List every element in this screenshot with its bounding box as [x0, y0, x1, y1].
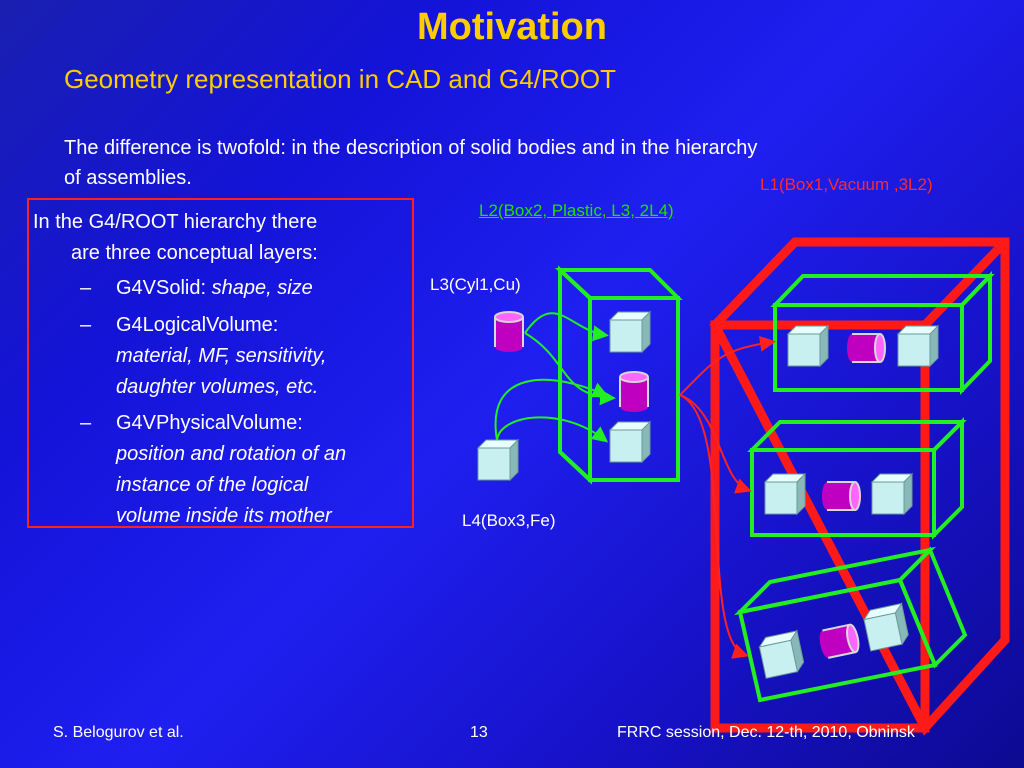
slide-subtitle: Geometry representation in CAD and G4/RO…	[64, 64, 617, 94]
l3-cylinder-icon	[494, 311, 524, 353]
l1-box	[709, 237, 1010, 736]
l2-instance-3	[733, 546, 968, 703]
layer-item-desc: material, MF, sensitivity,	[116, 345, 327, 367]
l2-cube-icon	[757, 630, 806, 679]
bullet-dash: –	[80, 412, 92, 434]
layers-lead: In the G4/ROOT hierarchy there are three…	[33, 207, 413, 269]
l2-label: L2(Box2, Plastic, L3, 2L4)	[479, 201, 674, 220]
layer-item-desc: volume inside its mother	[116, 505, 332, 527]
l1-label: L1(Box1,Vacuum ,3L2)	[760, 175, 933, 194]
layers-lead-line-2: are three conceptual layers:	[71, 242, 318, 264]
l2-cube-icon	[609, 311, 651, 353]
bullet-dash: –	[80, 314, 92, 336]
footer-event: FRRC session, Dec. 12-th, 2010, Obninsk	[617, 724, 915, 741]
l2-cube-icon	[897, 325, 939, 367]
footer-page-number: 13	[470, 724, 488, 741]
layer-item-name: G4LogicalVolume:	[116, 314, 279, 336]
slide-title: Motivation	[417, 6, 607, 48]
l2-cube-icon	[861, 602, 911, 652]
layer-item-desc: daughter volumes, etc.	[116, 376, 319, 398]
l2-cylinder-icon	[619, 371, 649, 413]
l2-cylinder-icon	[846, 333, 886, 363]
layer-item-desc: instance of the logical	[116, 474, 309, 496]
layers-lead-line-1: In the G4/ROOT hierarchy there	[33, 211, 318, 233]
l4-cube-icon	[477, 439, 519, 481]
l4-label: L4(Box3,Fe)	[462, 511, 556, 530]
layer-item-name: G4VPhysicalVolume:	[116, 412, 303, 434]
l2-instance-2	[747, 417, 967, 540]
l2-cube-icon	[871, 473, 913, 515]
bullet-dash: –	[80, 277, 92, 299]
l2-cylinder-icon	[816, 622, 862, 660]
layers-frame	[27, 198, 414, 528]
layer-item-desc: position and rotation of an	[116, 443, 347, 465]
l2-cylinder-icon	[821, 481, 861, 511]
l2-cube-icon	[787, 325, 829, 367]
l2-cube-icon	[609, 421, 651, 463]
intro-line-1: The difference is twofold: in the descri…	[64, 137, 758, 159]
intro-line-2: of assemblies.	[64, 167, 192, 189]
layer-item-name: G4VSolid:	[116, 277, 212, 299]
l3-label: L3(Cyl1,Cu)	[430, 275, 521, 294]
red-arrows	[679, 335, 776, 659]
footer-author: S. Belogurov et al.	[53, 724, 184, 741]
green-arrows	[494, 312, 616, 443]
layer-item-desc: shape, size	[211, 277, 313, 299]
intro-text: The difference is twofold: in the descri…	[64, 133, 964, 193]
l2-cube-icon	[764, 473, 806, 515]
